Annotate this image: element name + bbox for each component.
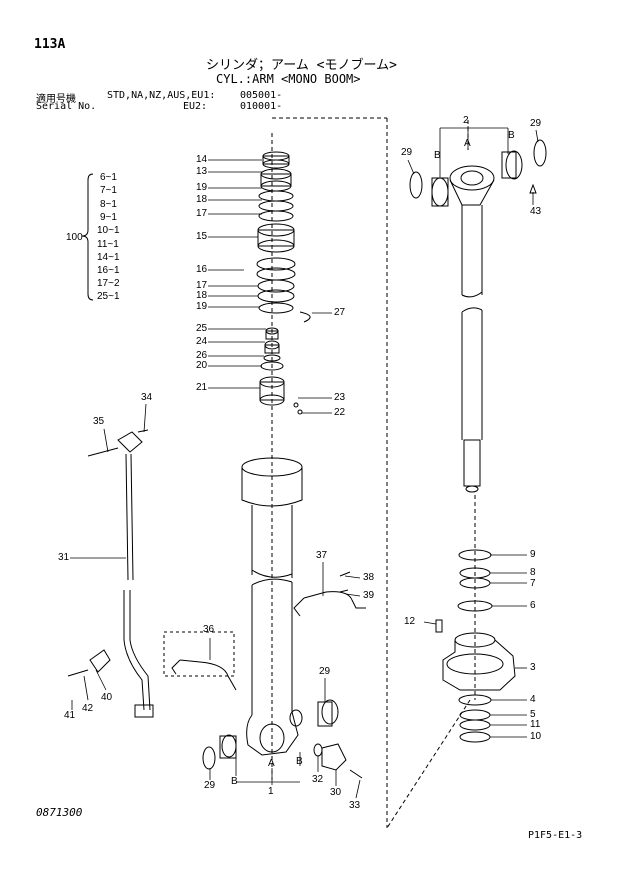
- callout-29: 29: [401, 147, 413, 158]
- model-codes: STD,NA,NZ,AUS,EU1:: [107, 90, 216, 101]
- drawing-number: 0871300: [36, 806, 83, 819]
- group-100-label: 100: [66, 232, 83, 243]
- callout-29: 29: [319, 666, 331, 677]
- group-100-item: 17~2: [97, 278, 120, 289]
- callout-11: 11: [530, 719, 541, 730]
- callout-35: 35: [93, 416, 105, 427]
- group-100-item: 6~1: [100, 172, 117, 183]
- callout-15: 15: [196, 231, 208, 242]
- group-100-item: 11~1: [97, 239, 119, 250]
- piston-rod: [449, 165, 495, 493]
- callout-38: 38: [363, 572, 375, 583]
- callout-18: 18: [196, 290, 208, 301]
- group-100-item: 8~1: [100, 199, 117, 210]
- callout-b: B: [434, 150, 441, 161]
- callout-37: 37: [316, 550, 328, 561]
- group-100-item: 9~1: [100, 212, 117, 223]
- callout-29: 29: [530, 118, 542, 129]
- hose-pipe: [67, 429, 154, 718]
- callout-17: 17: [196, 280, 208, 291]
- callout-b: B: [296, 756, 303, 767]
- callout-31: 31: [58, 552, 70, 563]
- callout-42: 42: [82, 703, 94, 714]
- callout-a: A: [464, 138, 471, 149]
- callout-6: 6: [530, 600, 536, 611]
- serial-eu1: 005001-: [240, 90, 283, 101]
- foot-fittings: [202, 699, 363, 779]
- group-brace: [81, 173, 94, 301]
- callout-40: 40: [101, 692, 113, 703]
- callout-19: 19: [196, 301, 208, 312]
- callout-34: 34: [141, 392, 153, 403]
- serial-label: Serial No.: [36, 101, 97, 112]
- callout-19: 19: [196, 182, 208, 193]
- callout-30: 30: [330, 787, 342, 798]
- callout-b: B: [508, 130, 515, 141]
- group-100-item: 10~1: [97, 225, 120, 236]
- callout-9: 9: [530, 549, 536, 560]
- callout-3: 3: [530, 662, 536, 673]
- callout-22: 22: [334, 407, 346, 418]
- callout-12: 12: [404, 616, 416, 627]
- title-english: CYL.:ARM <MONO BOOM>: [216, 72, 361, 86]
- callout-33: 33: [349, 800, 361, 811]
- rod-head-bushings: [409, 139, 547, 207]
- group-100-item: 25~1: [97, 291, 120, 302]
- callout-a: A: [268, 758, 275, 769]
- callout-2: 2: [463, 115, 469, 126]
- callout-36: 36: [203, 624, 215, 635]
- callout-8: 8: [530, 567, 536, 578]
- callout-16: 16: [196, 264, 208, 275]
- callout-20: 20: [196, 360, 208, 371]
- serial-eu2: 010001-: [240, 101, 283, 112]
- page-code: 113A: [34, 37, 66, 52]
- callout-39: 39: [363, 590, 375, 601]
- callout-14: 14: [196, 154, 208, 165]
- callout-26: 26: [196, 350, 208, 361]
- callout-41: 41: [64, 710, 76, 721]
- model-label: 適用号機: [36, 94, 76, 105]
- clamps: [163, 571, 366, 691]
- callout-1: 1: [268, 786, 274, 797]
- rod-cover: [435, 619, 516, 691]
- page-reference: P1F5-E1-3: [528, 830, 583, 841]
- cylinder-tube: [241, 457, 303, 756]
- callout-24: 24: [196, 336, 208, 347]
- callout-10: 10: [530, 731, 542, 742]
- callout-b: B: [231, 776, 238, 787]
- title-japanese: シリンダ；アーム <モノブーム>: [206, 58, 397, 73]
- callout-32: 32: [312, 774, 324, 785]
- group-100-item: 7~1: [100, 185, 117, 196]
- callout-25: 25: [196, 323, 208, 334]
- callout-13: 13: [196, 166, 208, 177]
- callout-4: 4: [530, 694, 536, 705]
- piston-parts: [256, 151, 311, 415]
- callout-5: 5: [530, 709, 536, 720]
- callout-29: 29: [204, 780, 216, 791]
- eu2-code: EU2:: [183, 101, 208, 112]
- callout-43: 43: [530, 206, 542, 217]
- group-100-item: 16~1: [97, 265, 120, 276]
- callout-17: 17: [196, 208, 208, 219]
- callout-18: 18: [196, 194, 208, 205]
- callout-7: 7: [530, 578, 536, 589]
- group-100-item: 14~1: [97, 252, 120, 263]
- callout-21: 21: [196, 382, 208, 393]
- callout-23: 23: [334, 392, 346, 403]
- leader-lines: [70, 126, 539, 799]
- callout-27: 27: [334, 307, 346, 318]
